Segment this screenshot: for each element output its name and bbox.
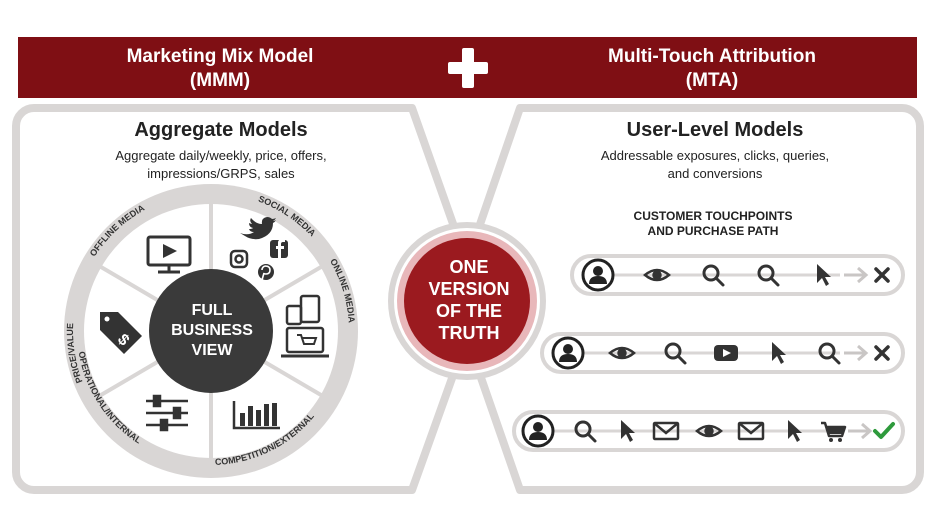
- social-icons: [229, 217, 288, 281]
- full-business-view-circle: [149, 269, 273, 393]
- center-line2: BUSINESS: [171, 322, 253, 339]
- user-icon: [551, 336, 585, 370]
- mta-title-line: Multi-Touch Attribution: [608, 46, 816, 67]
- instagram-icon: [229, 249, 249, 269]
- youtube-icon: [714, 345, 738, 361]
- left-panel-subtitle: Aggregate daily/weekly, price, offers, i…: [60, 147, 382, 183]
- one-version-text: ONE VERSION OF THE TRUTH: [404, 256, 534, 344]
- center-badge-inner: [404, 238, 530, 364]
- arrow-icon: [846, 422, 872, 440]
- arrow-icon: [842, 344, 868, 362]
- center-text-line3: OF THE: [436, 301, 502, 321]
- left-panel-title: Aggregate Models: [134, 119, 308, 141]
- left-subtitle-line2: impressions/GRPS, sales: [147, 166, 295, 181]
- left-subtitle-line1: Aggregate daily/weekly, price, offers,: [115, 148, 327, 163]
- center-text-line1: ONE: [449, 257, 489, 277]
- devices-cart-icon: [281, 294, 329, 358]
- mmm-abbr: (MMM): [189, 70, 251, 91]
- center-text-line4: TRUTH: [438, 323, 500, 343]
- full-business-view-text: FULL BUSINESS VIEW: [152, 301, 272, 361]
- right-panel-title: User-Level Models: [626, 119, 804, 141]
- right-panel-subtitle: Addressable exposures, clicks, queries, …: [555, 147, 875, 183]
- center-line1: FULL: [191, 302, 233, 319]
- check-icon: [873, 422, 895, 439]
- bar-chart-icon: [232, 401, 280, 430]
- sliders-icon: [146, 394, 188, 432]
- plus-icon: [448, 48, 488, 88]
- mmm-title-line: Marketing Mix Model: [126, 46, 314, 67]
- right-panel-frame: [450, 104, 924, 494]
- user-icon: [521, 414, 555, 448]
- arrow-icon: [842, 266, 868, 284]
- center-line3: VIEW: [191, 342, 233, 359]
- touchpoints-heading: CUSTOMER TOUCHPOINTS AND PURCHASE PATH: [598, 209, 828, 239]
- mmm-title: Marketing Mix Model (MMM): [60, 45, 380, 93]
- right-subtitle-line2: and conversions: [667, 166, 763, 181]
- mta-abbr: (MTA): [685, 70, 739, 91]
- right-subtitle-line1: Addressable exposures, clicks, queries,: [600, 148, 830, 163]
- twitter-icon: [240, 217, 276, 240]
- touchpoints-line2: AND PURCHASE PATH: [647, 224, 779, 238]
- user-icon: [581, 258, 615, 292]
- center-text-line2: VERSION: [428, 279, 510, 299]
- price-tag-icon: $: [94, 312, 142, 354]
- tv-play-icon: [146, 235, 192, 274]
- mta-title: Multi-Touch Attribution (MTA): [552, 45, 872, 93]
- x-icon: [874, 267, 890, 283]
- touchpoints-line1: CUSTOMER TOUCHPOINTS: [633, 209, 793, 223]
- x-icon: [874, 345, 890, 361]
